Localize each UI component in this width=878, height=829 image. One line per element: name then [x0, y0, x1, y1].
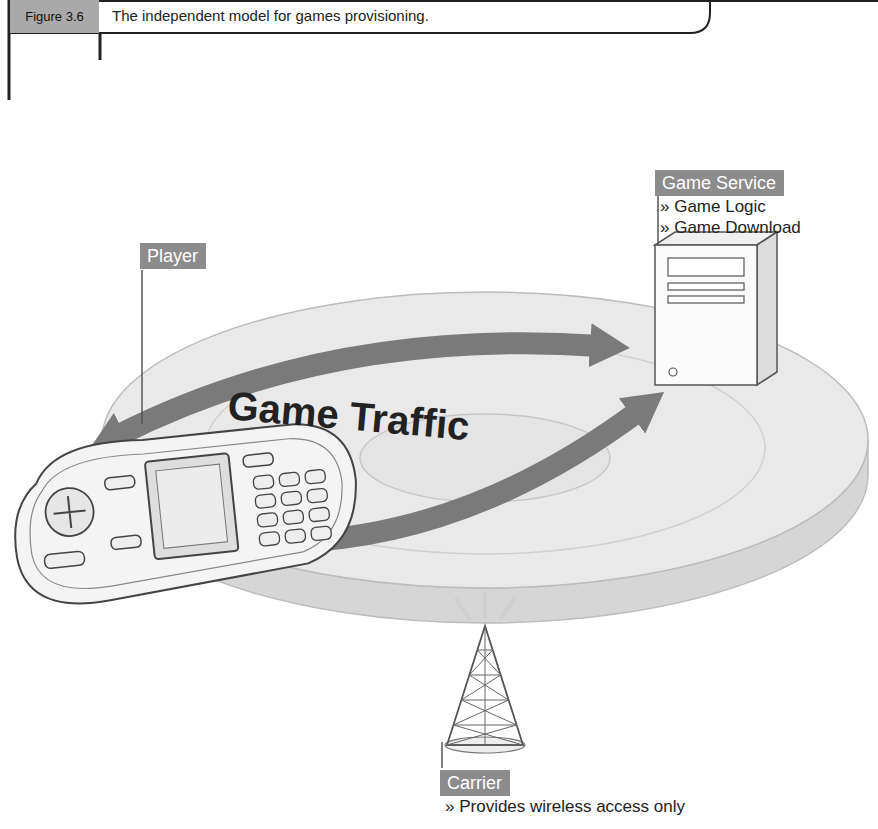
carrier-tower [445, 592, 525, 753]
leader-line [441, 742, 443, 768]
service-tag: Game Service» Game Logic» Game Download [655, 170, 801, 238]
node-bullet: » Game Download [660, 217, 801, 238]
figure-caption: The independent model for games provisio… [112, 7, 429, 24]
node-heading: Game Service [655, 170, 784, 196]
server-computer [655, 232, 777, 385]
node-heading: Carrier [440, 770, 510, 796]
node-bullet: » Provides wireless access only [445, 796, 685, 817]
figure-number: Figure 3.6 [10, 0, 99, 33]
player-tag: Player [140, 243, 206, 269]
carrier-tag: Carrier» Provides wireless access only [440, 770, 685, 817]
node-bullet: » Game Logic [660, 196, 801, 217]
leader-line [141, 270, 143, 424]
node-heading: Player [140, 243, 206, 269]
game-device [6, 417, 366, 610]
leader-line [657, 196, 659, 246]
